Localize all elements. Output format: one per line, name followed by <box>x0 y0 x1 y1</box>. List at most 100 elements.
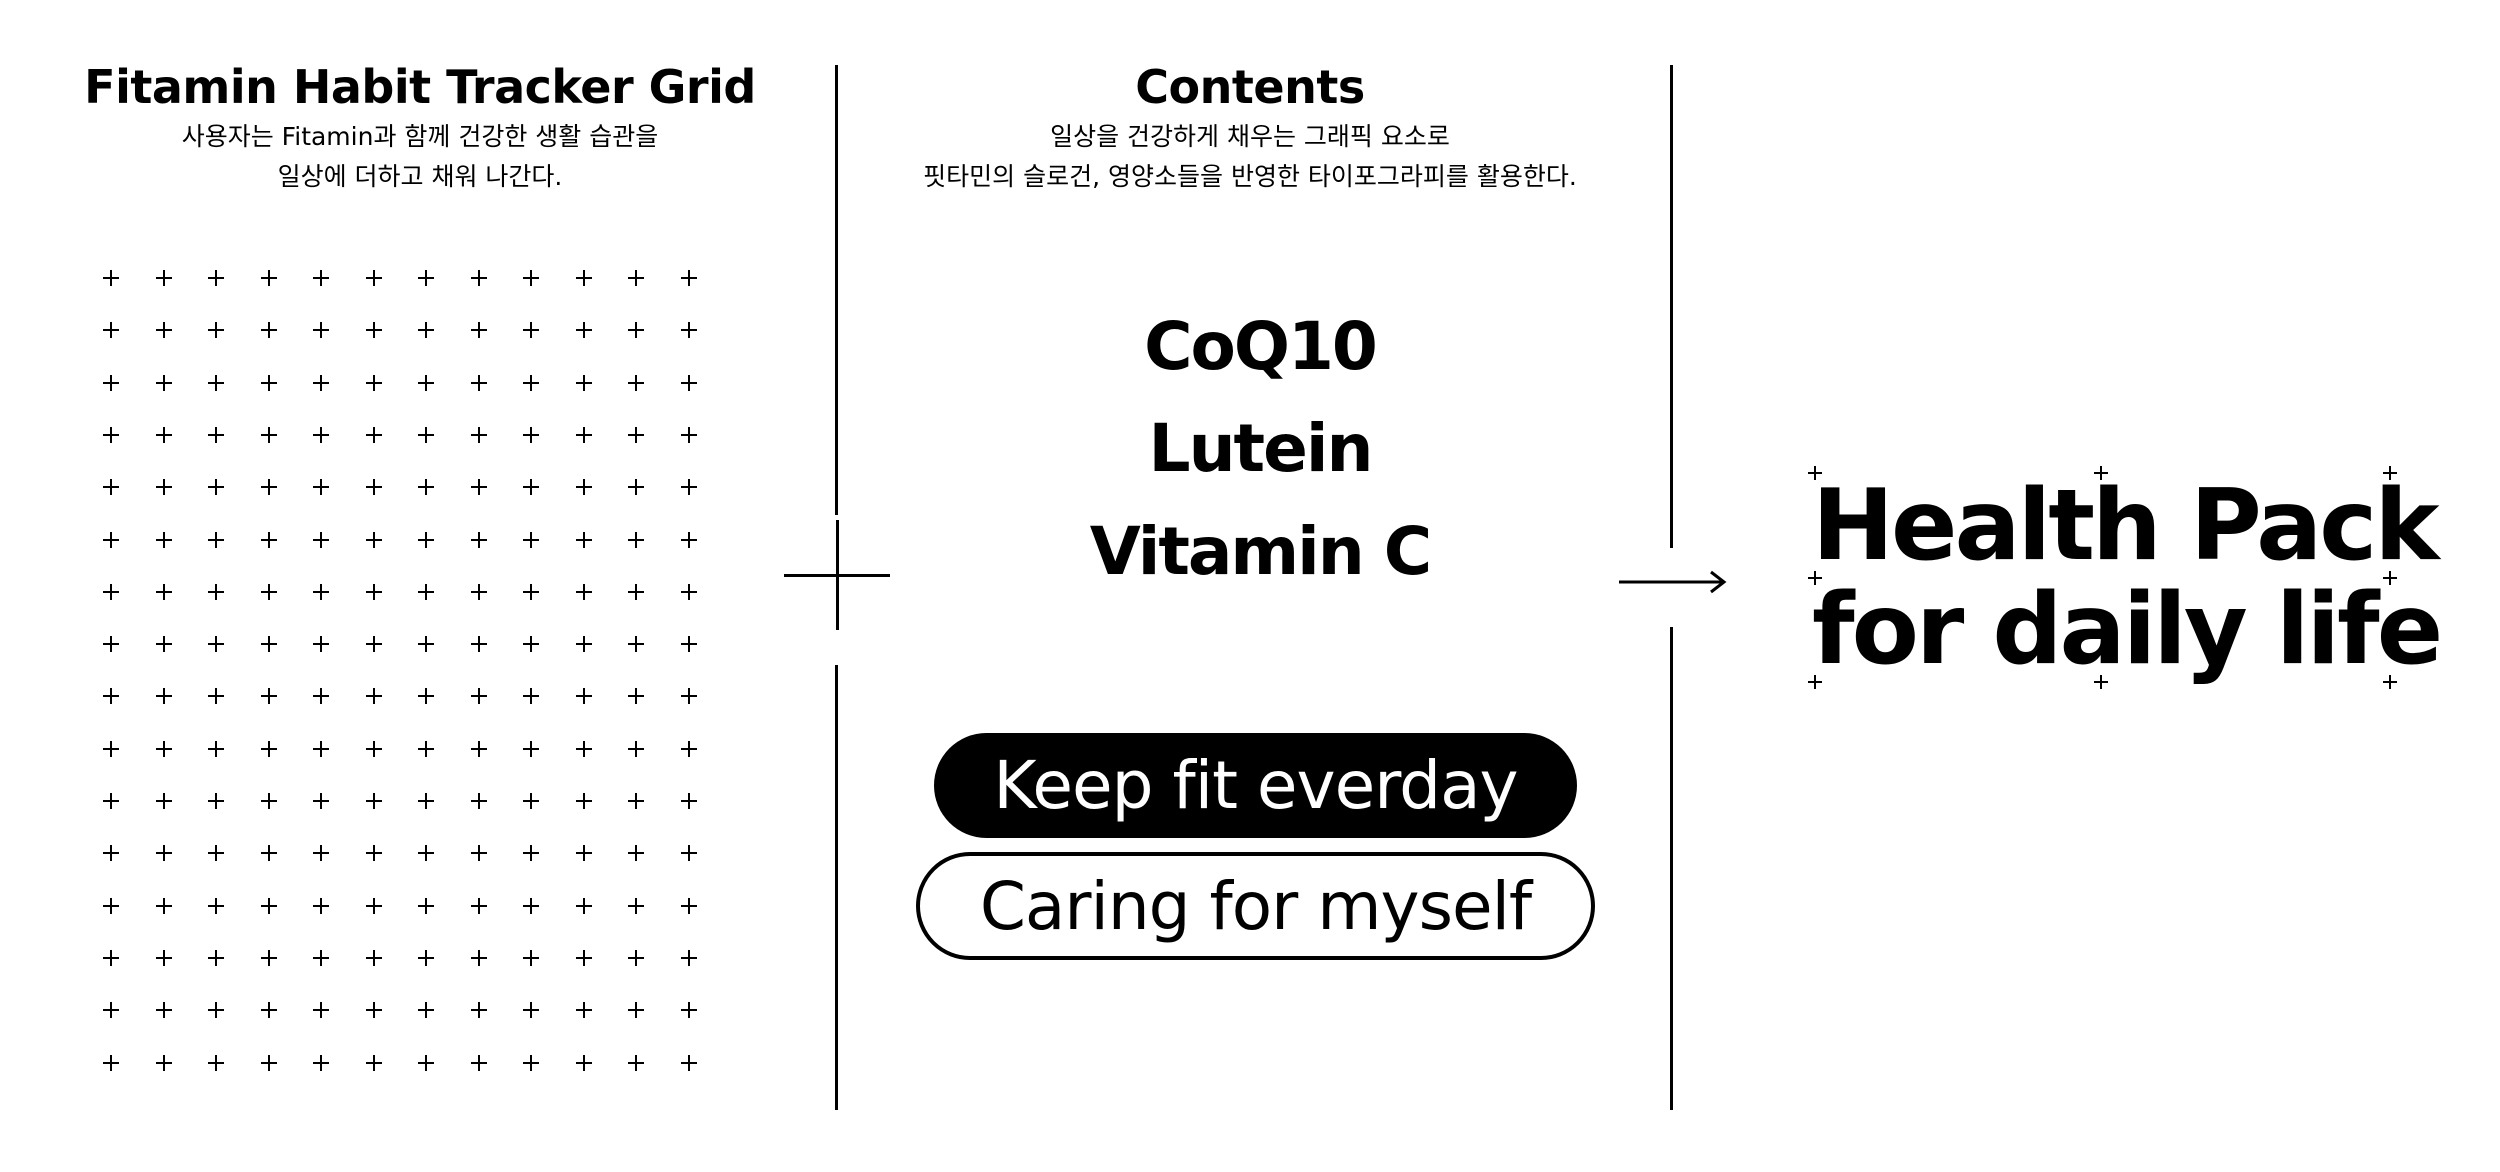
grid-plus-icon <box>470 793 487 809</box>
grid-plus-icon <box>523 479 539 496</box>
grid-plus-icon <box>103 897 119 914</box>
grid-plus-icon <box>155 845 172 862</box>
grid-plus-icon <box>208 583 224 600</box>
grid-plus-icon <box>208 270 224 286</box>
grid-plus-icon <box>103 1002 119 1019</box>
grid-plus-icon <box>313 1002 329 1019</box>
grid-plus-icon <box>155 897 172 914</box>
grid-plus-icon <box>523 531 539 548</box>
grid-plus-icon <box>628 531 644 548</box>
grid-plus-icon <box>155 531 172 548</box>
grid-plus-icon <box>155 949 172 966</box>
grid-plus-icon <box>470 270 487 286</box>
grid-plus-icon <box>418 740 434 757</box>
grid-plus-icon <box>103 479 119 496</box>
grid-plus-icon <box>628 688 644 705</box>
grid-plus-icon <box>103 740 119 757</box>
grid-plus-icon <box>208 531 224 548</box>
grid-plus-icon <box>365 1054 382 1071</box>
arrow-right-icon <box>1619 570 1727 594</box>
grid-plus-icon <box>365 793 382 809</box>
grid-plus-icon <box>628 636 644 653</box>
divider-right-top <box>1670 65 1673 548</box>
grid-plus-icon <box>260 374 277 391</box>
plus-icon <box>784 520 890 630</box>
grid-plus-icon <box>208 374 224 391</box>
grid-plus-icon <box>628 740 644 757</box>
corner-plus-icon <box>2383 466 2397 480</box>
grid-plus-icon <box>313 583 329 600</box>
grid-plus-icon <box>260 531 277 548</box>
grid-plus-icon <box>680 1054 697 1071</box>
grid-plus-icon <box>680 583 697 600</box>
nutrient-lutein: Lutein <box>1148 410 1374 487</box>
grid-plus-icon <box>523 322 539 339</box>
grid-plus-icon <box>680 374 697 391</box>
divider-left-top <box>835 65 838 515</box>
grid-plus-icon <box>208 479 224 496</box>
grid-plus-icon <box>155 270 172 286</box>
grid-plus-icon <box>523 688 539 705</box>
grid-plus-icon <box>418 845 434 862</box>
tracker-desc-line2: 일상에 더하고 채워 나간다. <box>277 162 563 191</box>
grid-plus-icon <box>628 1002 644 1019</box>
grid-plus-icon <box>470 845 487 862</box>
grid-plus-icon <box>418 270 434 286</box>
grid-plus-icon <box>208 845 224 862</box>
grid-plus-icon <box>575 1054 592 1071</box>
grid-plus-icon <box>208 949 224 966</box>
grid-plus-icon <box>575 374 592 391</box>
grid-plus-icon <box>103 374 119 391</box>
grid-plus-icon <box>260 322 277 339</box>
grid-plus-icon <box>103 793 119 809</box>
grid-plus-icon <box>155 374 172 391</box>
grid-plus-icon <box>208 793 224 809</box>
health-pack-text: Health Pack for daily life <box>1812 474 2443 687</box>
health-pack-line2: for daily life <box>1812 573 2443 687</box>
grid-plus-icon <box>575 740 592 757</box>
corner-plus-icon <box>1808 466 1822 480</box>
contents-title: Contents <box>1135 60 1365 114</box>
grid-plus-icon <box>575 897 592 914</box>
grid-plus-icon <box>155 583 172 600</box>
grid-plus-icon <box>260 479 277 496</box>
corner-plus-icon <box>2094 466 2108 480</box>
nutrient-coq10: CoQ10 <box>1144 308 1378 385</box>
grid-plus-icon <box>260 845 277 862</box>
grid-plus-icon <box>155 688 172 705</box>
grid-plus-icon <box>523 1054 539 1071</box>
contents-desc-line2: 핏타민의 슬로건, 영양소들을 반영한 타이포그라피를 활용한다. <box>923 162 1577 191</box>
grid-plus-icon <box>418 1054 434 1071</box>
grid-plus-icon <box>470 426 487 443</box>
grid-plus-icon <box>155 636 172 653</box>
grid-plus-icon <box>365 270 382 286</box>
grid-plus-icon <box>680 688 697 705</box>
grid-plus-icon <box>470 636 487 653</box>
grid-plus-icon <box>418 374 434 391</box>
grid-plus-icon <box>680 479 697 496</box>
grid-plus-icon <box>523 636 539 653</box>
grid-plus-icon <box>418 1002 434 1019</box>
grid-plus-icon <box>575 426 592 443</box>
grid-plus-icon <box>418 793 434 809</box>
grid-plus-icon <box>470 1054 487 1071</box>
grid-plus-icon <box>313 374 329 391</box>
grid-plus-icon <box>575 688 592 705</box>
grid-plus-icon <box>418 636 434 653</box>
grid-plus-icon <box>365 897 382 914</box>
corner-plus-icon <box>2383 571 2397 585</box>
grid-plus-icon <box>680 636 697 653</box>
grid-plus-icon <box>155 740 172 757</box>
slogan-pill-filled: Keep fit everday <box>934 733 1577 838</box>
divider-right-bottom <box>1670 627 1673 1110</box>
grid-plus-icon <box>365 636 382 653</box>
grid-plus-icon <box>103 636 119 653</box>
grid-plus-icon <box>208 688 224 705</box>
grid-plus-icon <box>523 897 539 914</box>
divider-left-bottom <box>835 665 838 1110</box>
grid-plus-icon <box>680 1002 697 1019</box>
grid-plus-icon <box>575 531 592 548</box>
grid-plus-icon <box>680 426 697 443</box>
grid-plus-icon <box>575 845 592 862</box>
grid-plus-icon <box>470 322 487 339</box>
